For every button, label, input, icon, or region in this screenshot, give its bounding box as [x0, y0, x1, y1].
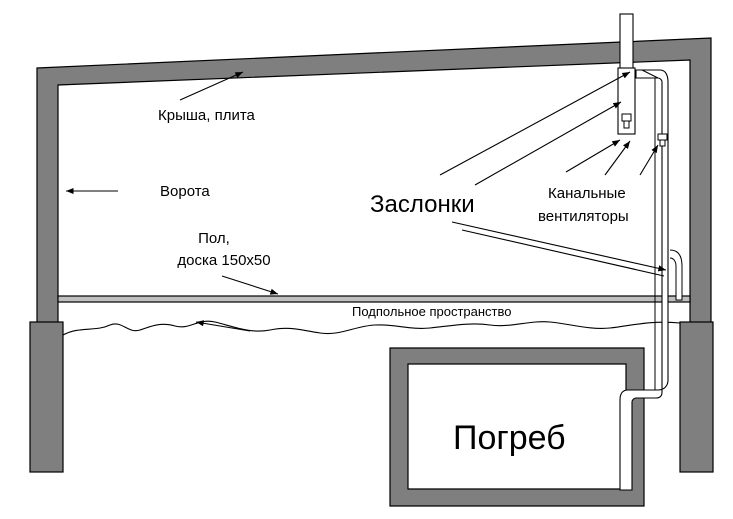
floor-boards: [57, 295, 691, 303]
arrow-damper-2: [474, 101, 622, 186]
arrow-fan-2: [604, 140, 631, 176]
arrow-damper-3: [451, 221, 667, 272]
label-fans-1: Канальные: [548, 185, 626, 202]
pipe-bend: [641, 69, 659, 79]
label-fans-2: вентиляторы: [538, 208, 629, 225]
duct-fan-2: [657, 133, 668, 147]
label-cellar: Погреб: [453, 419, 566, 457]
arrow-damper-1: [439, 71, 631, 176]
label-roof: Крыша, плита: [158, 107, 256, 124]
ground-line: [62, 320, 681, 336]
label-floor-2: доска 150x50: [177, 252, 270, 269]
arrow-fan-1: [565, 139, 621, 173]
right-foundation: [679, 321, 714, 473]
label-gate: Ворота: [160, 183, 210, 200]
cellar-walls: [389, 347, 645, 507]
arrow-roof: [179, 71, 244, 101]
arrow-fan-3: [639, 144, 659, 176]
arrow-floor: [221, 275, 279, 295]
floor-damper: [669, 249, 683, 301]
label-dampers: Заслонки: [370, 191, 475, 218]
label-underfloor: Подпольное пространство: [352, 304, 512, 319]
duct-fan-1: [621, 113, 632, 129]
arrow-damper-4: [461, 229, 665, 277]
label-floor-1: Пол,: [198, 230, 230, 247]
supply-pipe: [619, 69, 669, 491]
left-foundation: [29, 321, 64, 473]
garage-frame: [36, 37, 712, 324]
arrow-underfloor: [195, 320, 251, 332]
